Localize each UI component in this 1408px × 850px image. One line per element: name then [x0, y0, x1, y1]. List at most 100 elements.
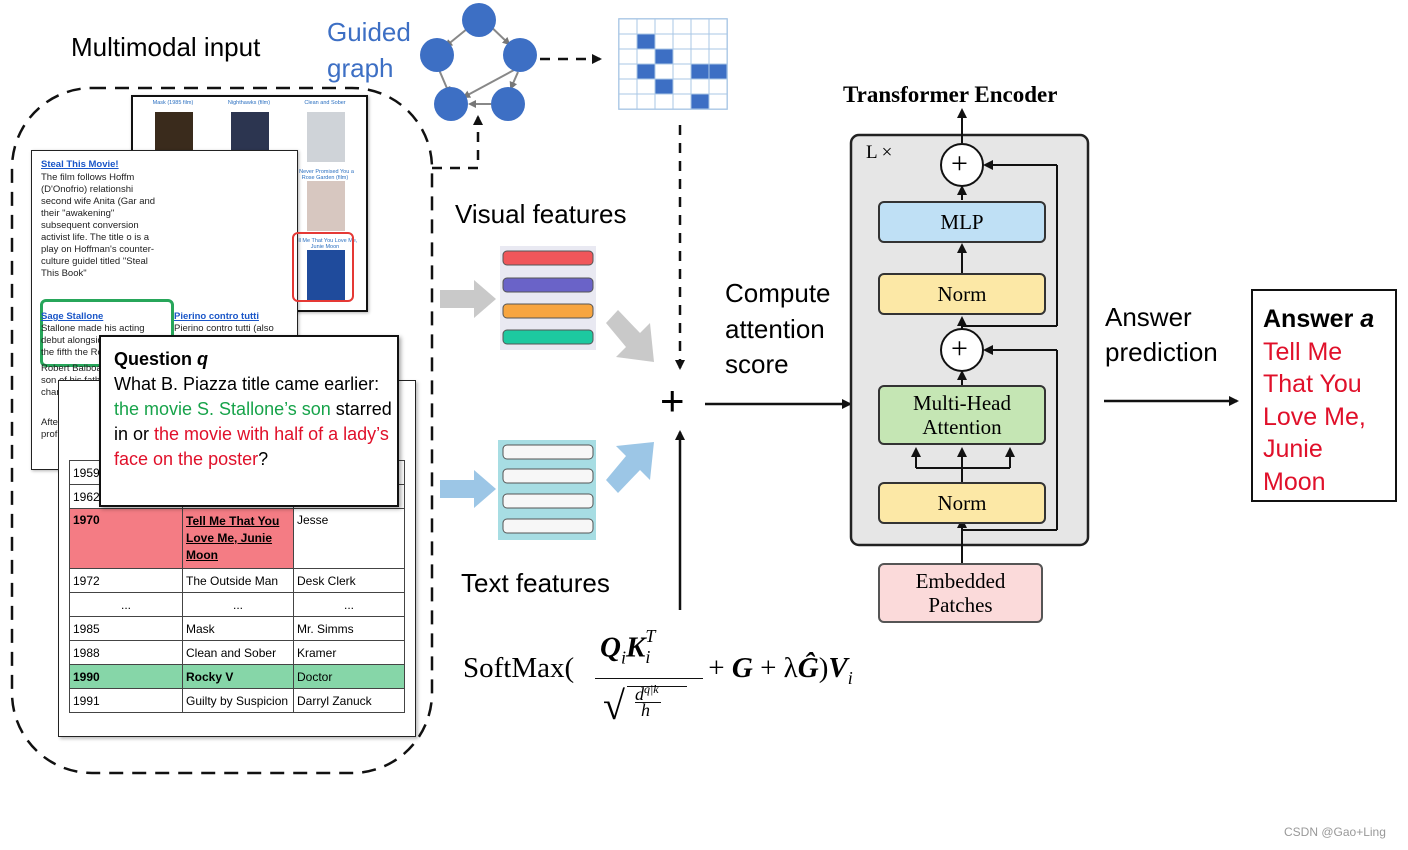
question-text-2: starred in or [114, 399, 392, 444]
matrix-cell [654, 93, 674, 110]
gray-block-arrow [440, 280, 496, 318]
sage-stallone-link[interactable]: Sage Stallone [41, 311, 104, 322]
text-feature-bar [502, 518, 594, 534]
movie-poster-title: Clean and Sober [304, 100, 346, 106]
answer-text: Tell Me That You Love Me, Junie Moon [1263, 337, 1366, 496]
residual-add-bottom [940, 328, 984, 372]
table-cell-title: The Outside Man [182, 568, 294, 593]
table-cell-year: 1991 [69, 688, 183, 713]
answer-prediction-label: Answer prediction [1105, 302, 1218, 367]
visual-feature-bar [502, 303, 594, 319]
matrix-cell [672, 63, 692, 80]
watermark: CSDN @Gao+Ling [1284, 825, 1386, 839]
matrix-cell-filled [708, 63, 728, 80]
matrix-cell [618, 48, 638, 65]
embedded-patches-block: Embedded Patches [878, 563, 1043, 623]
movie-poster-title: I Never Promised You a Rose Garden (film… [296, 169, 354, 181]
question-red-text: the movie with half of a lady’s face on … [114, 424, 389, 469]
matrix-cell-filled [690, 93, 710, 110]
graph-node [503, 38, 537, 72]
matrix-cell [690, 18, 710, 35]
repeat-label: L × [866, 142, 893, 163]
table-cell-year: 1985 [69, 616, 183, 641]
matrix-cell [690, 48, 710, 65]
movie-poster-image [307, 112, 345, 162]
matrix-cell [618, 93, 638, 110]
add-symbol-bottom: + [951, 332, 968, 365]
text-feature-bar [502, 468, 594, 484]
multi-head-attention-block: Multi-Head Attention [878, 385, 1046, 445]
residual-add-top [940, 143, 984, 187]
table-cell-role: Kramer [293, 640, 405, 665]
matrix-cell [654, 33, 674, 50]
matrix-cell [690, 33, 710, 50]
matrix-cell [672, 93, 692, 110]
blue-diagonal-arrow [606, 442, 654, 493]
add-symbol-top: + [951, 147, 968, 180]
matrix-cell [636, 93, 656, 110]
adjacency-matrix [618, 18, 728, 110]
matrix-cell [636, 78, 656, 95]
pierino-link[interactable]: Pierino contro tutti [174, 311, 259, 322]
guided-graph-label: Guided graph [327, 17, 411, 83]
wiki-title-link[interactable]: Steal This Movie! [41, 159, 119, 170]
text-features-label: Text features [461, 568, 610, 598]
question-var: q [197, 349, 209, 369]
matrix-cell [654, 63, 674, 80]
matrix-cell [708, 18, 728, 35]
matrix-cell [708, 48, 728, 65]
graph-node [434, 87, 468, 121]
movie-poster: Tell Me That You Love Me, Junie Moon [289, 238, 361, 304]
matrix-cell [654, 18, 674, 35]
matrix-cell-filled [636, 63, 656, 80]
table-cell-title: Mask [182, 616, 294, 641]
answer-heading: Answer [1263, 305, 1354, 333]
multimodal-container [10, 86, 434, 775]
question-green-text: the movie S. Stallone’s son [114, 399, 331, 419]
matrix-cell [708, 93, 728, 110]
matrix-cell [618, 18, 638, 35]
table-cell-role: Doctor [293, 664, 405, 689]
mlp-block: MLP [878, 201, 1046, 243]
table-cell-role: Darryl Zanuck [293, 688, 405, 713]
compute-attention-label: Compute attention score [725, 278, 831, 379]
movie-poster-image [307, 250, 345, 300]
matrix-cell [708, 78, 728, 95]
visual-features-label: Visual features [455, 199, 627, 229]
transformer-title: Transformer Encoder [843, 82, 1058, 107]
matrix-cell-filled [636, 33, 656, 50]
movie-poster-title: Mask (1985 film) [152, 100, 194, 106]
visual-feature-bar [502, 250, 594, 266]
table-cell-year: 1972 [69, 568, 183, 593]
table-cell-role: Mr. Simms [293, 616, 405, 641]
table-cell-year: ... [69, 592, 183, 617]
sage-stallone-text: Stallone made his acting debut alongside… [41, 323, 156, 358]
table-cell-title: Guilty by Suspicion [182, 688, 294, 713]
movie-poster-title: Tell Me That You Love Me, Junie Moon [292, 238, 358, 250]
matrix-cell [672, 18, 692, 35]
text-feature-bar [502, 444, 594, 460]
table-cell-year: 1988 [69, 640, 183, 665]
table-cell-title: Rocky V [182, 664, 294, 689]
movie-poster: I Never Promised You a Rose Garden (film… [289, 169, 361, 235]
multimodal-input-label: Multimodal input [71, 32, 261, 62]
table-cell-title: Clean and Sober [182, 640, 294, 665]
table-cell-role: Desk Clerk [293, 568, 405, 593]
table-cell-title: Tell Me That You Love Me, Junie Moon [182, 508, 294, 569]
question-text-1: What B. Piazza title came earlier: [114, 374, 380, 394]
guided-graph [420, 3, 537, 121]
blue-block-arrow [440, 470, 496, 508]
table-cell-role: Jesse [293, 508, 405, 569]
movie-poster: Clean and Sober [289, 100, 361, 166]
graph-node [462, 3, 496, 37]
visual-feature-bar [502, 277, 594, 293]
answer-var: a [1360, 305, 1375, 333]
poster-red-highlight [292, 232, 354, 302]
table-cell-title: ... [182, 592, 294, 617]
wiki-paragraph: The film follows Hoffm (D'Onofrio) relat… [41, 172, 156, 279]
matrix-cell [672, 78, 692, 95]
table-cell-role: ... [293, 592, 405, 617]
